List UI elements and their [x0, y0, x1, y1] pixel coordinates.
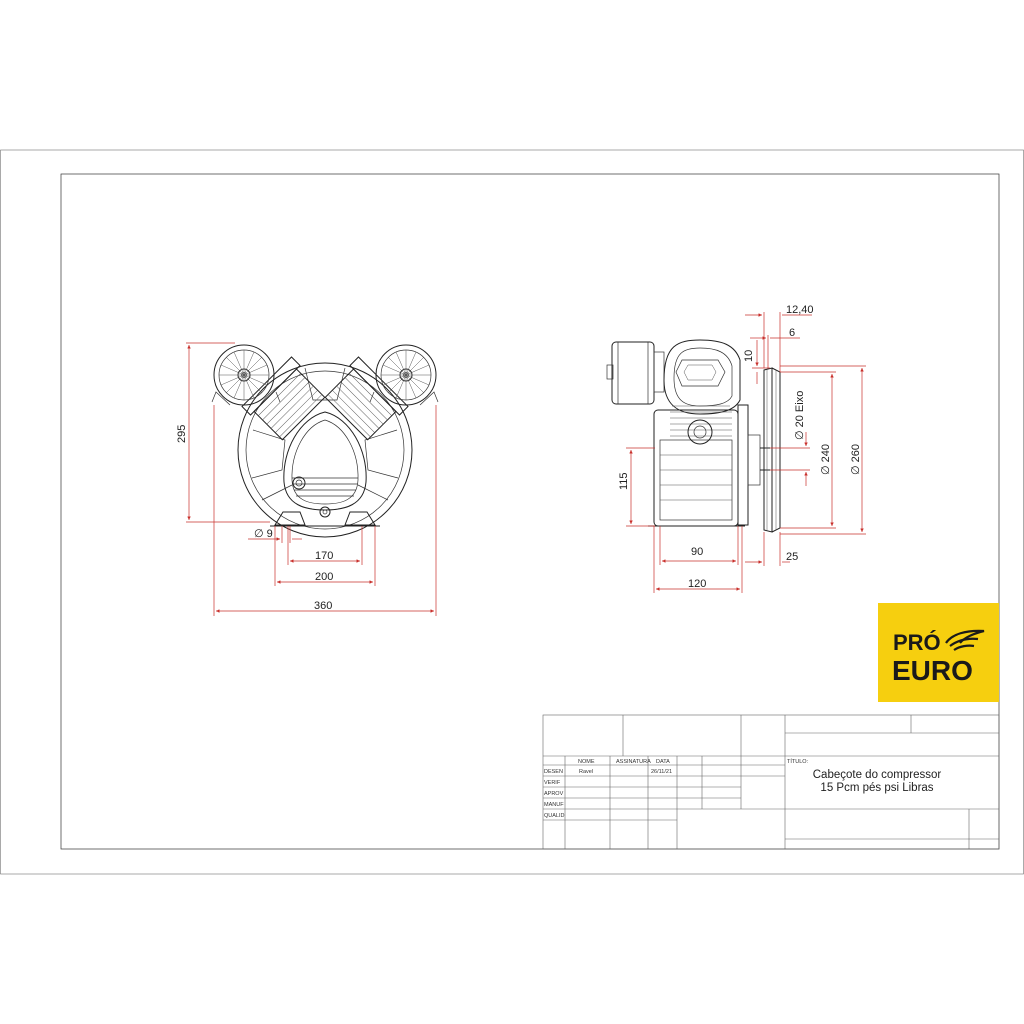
logo-line1: PRÓ	[893, 630, 941, 655]
logo-line2: EURO	[892, 655, 973, 686]
dim-pulley-240: ∅ 240	[820, 444, 832, 475]
front-dimensions: 295 ∅ 9 170 200 360	[176, 342, 437, 616]
side-view	[606, 339, 781, 533]
tb-row-aprov: APROV	[544, 791, 564, 797]
dim-200: 200	[315, 571, 333, 583]
dim-295: 295	[176, 425, 188, 443]
dim-360: 360	[314, 600, 332, 612]
dim-shaft-20: ∅ 20 Eixo	[794, 391, 806, 440]
tb-desen-data: 26/11/21	[651, 769, 672, 775]
tb-desen-nome: Ravel	[579, 769, 593, 775]
dim-90: 90	[691, 546, 703, 558]
front-view	[211, 344, 439, 538]
wing-icon	[945, 629, 985, 651]
dim-170: 170	[315, 550, 333, 562]
dim-115: 115	[618, 472, 630, 490]
tb-col-assinatura: ASSINATURA	[616, 759, 651, 765]
tb-titulo-label: TÍTULO:	[787, 758, 809, 765]
tb-row-manuf: MANUF	[544, 802, 564, 808]
dim-6: 6	[789, 327, 795, 339]
dim-pulley-260: ∅ 260	[850, 444, 862, 475]
tb-row-qualid: QUALID	[544, 813, 565, 819]
tb-title-line2: 15 Pcm pés psi Libras	[820, 782, 933, 794]
tb-row-desen: DESEN	[544, 769, 563, 775]
tb-row-verif: VERIF	[544, 780, 561, 786]
dim-120: 120	[688, 578, 706, 590]
dim-12-40: 12,40	[786, 304, 814, 316]
tb-col-data: DATA	[656, 759, 670, 765]
side-dimensions: 12,40 6 10 ∅ 20 Eixo ∅ 240 ∅ 260 115	[618, 304, 866, 593]
tb-title-line1: Cabeçote do compressor	[813, 769, 942, 781]
company-logo: PRÓ EURO	[878, 603, 999, 702]
dim-25: 25	[786, 551, 798, 563]
tb-col-nome: NOME	[578, 759, 595, 765]
dim-hole-9: ∅ 9	[254, 528, 273, 540]
sheet-outer-border	[0, 149, 1024, 875]
sheet-inner-border	[60, 173, 1000, 850]
title-block: NOME ASSINATURA DATA DESEN VERIF APROV M…	[542, 714, 1000, 850]
dim-10: 10	[743, 350, 755, 362]
